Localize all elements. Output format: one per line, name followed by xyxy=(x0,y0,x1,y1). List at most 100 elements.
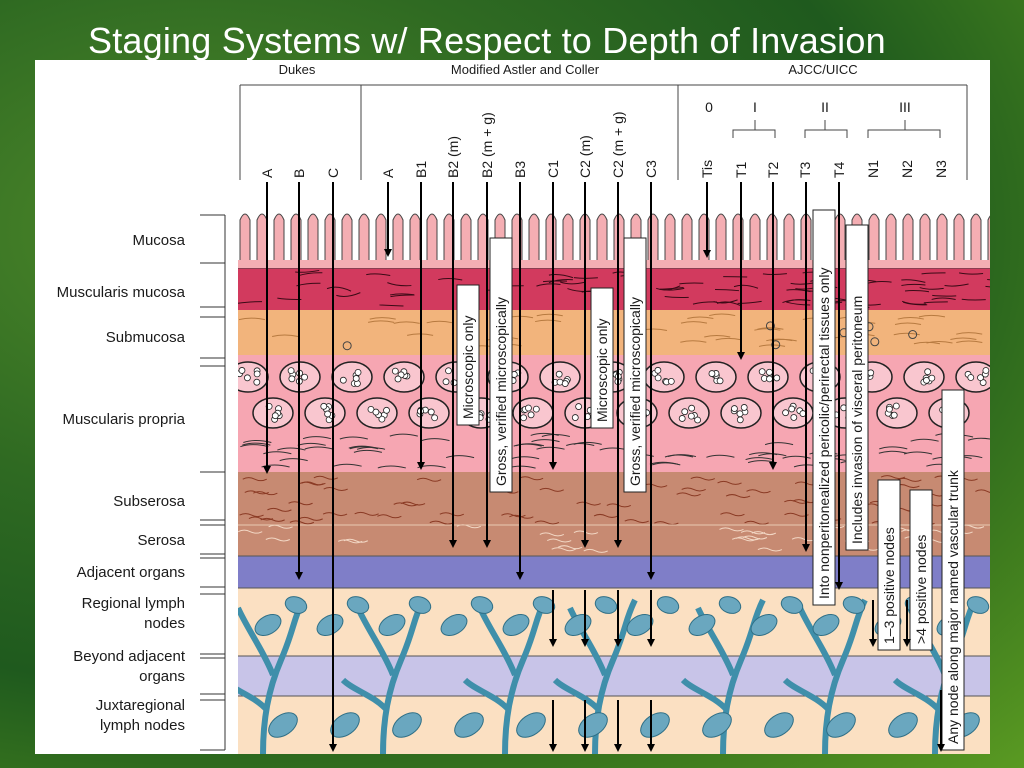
serosa-fiber xyxy=(301,481,326,486)
submucosa-fiber xyxy=(715,337,742,341)
stage-label: T1 xyxy=(733,161,749,178)
serosa-fiber xyxy=(744,520,769,525)
layer-label-line: Juxtaregional xyxy=(96,697,185,714)
serosa-fiber xyxy=(784,499,809,504)
muscle-cell xyxy=(339,376,347,384)
stage-label: T3 xyxy=(797,161,813,178)
muscle-fiber xyxy=(379,304,404,307)
muscle-cell xyxy=(555,370,563,378)
serosa-fiber xyxy=(239,513,264,518)
muscle-cell xyxy=(378,415,386,423)
serosa-fiber xyxy=(267,507,292,512)
muscle-fiber xyxy=(782,455,811,459)
layer-label: Subserosa xyxy=(113,493,185,510)
layer-scale xyxy=(200,214,226,751)
vessel-branch xyxy=(552,677,602,713)
serosa-fiber xyxy=(725,494,751,499)
stage-label: N2 xyxy=(899,160,915,178)
muscle-cell xyxy=(731,405,738,412)
layer-label-line: Submucosa xyxy=(106,329,186,346)
note-microscopic-only: Microscopic only xyxy=(594,319,610,422)
muscle-fiber xyxy=(932,294,957,297)
muscle-fiber xyxy=(438,278,463,281)
muscle-cell xyxy=(287,367,295,375)
muscle-fiber xyxy=(985,285,990,288)
muscle-cell xyxy=(694,416,702,424)
muscle-fiber xyxy=(987,278,990,281)
muscle-fiber xyxy=(349,446,379,450)
stage-label: N1 xyxy=(865,160,881,178)
lymph-node xyxy=(966,596,990,614)
muscle-fiber xyxy=(541,434,570,438)
vessel-branch xyxy=(680,677,730,713)
muscle-cell xyxy=(924,368,932,376)
layer-label: Submucosa xyxy=(106,329,186,346)
muscle-fiber xyxy=(298,272,323,277)
layer-label-line: Serosa xyxy=(137,532,185,549)
muscle-fiber xyxy=(921,272,946,275)
muscle-cell xyxy=(445,367,452,375)
mucosa-villi xyxy=(238,213,990,269)
muscle-fiber xyxy=(667,454,697,458)
muscle-fiber xyxy=(536,283,561,287)
muscle-cell xyxy=(716,377,724,385)
stage-label: Tis xyxy=(699,160,715,178)
note-gross-verified: Gross, verified microscopically xyxy=(627,297,643,486)
muscle-cell xyxy=(561,380,569,387)
header-ajcc-uicc: AJCC/UICC xyxy=(788,62,857,77)
lymph-node xyxy=(532,596,556,614)
lymph-node xyxy=(764,712,794,738)
serosa-fiber xyxy=(975,489,990,493)
muscle-cell xyxy=(782,409,789,417)
muscle-cell xyxy=(687,412,695,420)
header-dukes: Dukes xyxy=(279,62,316,77)
note-n1: 1–3 positive nodes xyxy=(881,527,897,644)
layer-label: Muscularis mucosa xyxy=(57,284,186,301)
layer-label-line: lymph nodes xyxy=(100,717,185,734)
muscle-bundle xyxy=(331,361,373,393)
muscle-fiber xyxy=(919,287,944,290)
serosa-fiber xyxy=(676,492,701,497)
muscle-fiber xyxy=(923,301,948,304)
layer-label: Mucosa xyxy=(132,232,185,249)
serosa-fiber xyxy=(539,487,564,492)
submucosa-fiber xyxy=(536,313,563,317)
stage-label: B2 (m + g) xyxy=(479,112,495,178)
muscle-fiber xyxy=(263,451,292,455)
muscle-cell xyxy=(982,367,990,374)
stage-label: C2 (m) xyxy=(577,135,593,178)
stage-label: B xyxy=(291,169,307,178)
submucosa-fiber xyxy=(680,340,707,343)
muscle-fiber xyxy=(238,301,263,304)
stage-label: A xyxy=(259,168,275,178)
ajcc-bracket xyxy=(867,120,941,138)
invasion-arrows xyxy=(263,182,945,752)
lymph-node xyxy=(516,712,546,738)
muscle-fiber xyxy=(748,452,778,456)
muscle-fiber xyxy=(967,437,990,441)
muscle-fiber xyxy=(664,296,689,298)
muscle-bundle xyxy=(876,397,918,429)
lymph-node xyxy=(454,712,484,738)
muscle-cell xyxy=(271,412,279,420)
submucosa-fiber xyxy=(956,340,983,344)
muscle-fiber xyxy=(560,281,585,285)
muscle-fiber xyxy=(366,273,391,277)
mucosa-base xyxy=(238,260,990,268)
serosa-fiber xyxy=(624,519,649,524)
muscle-cell xyxy=(681,408,689,416)
layer-label-line: nodes xyxy=(144,615,185,632)
stage-label: C1 xyxy=(545,160,561,178)
muscle-fiber xyxy=(879,446,908,450)
muscle-cell xyxy=(667,377,675,385)
note-boxes: Microscopic only Gross, verified microsco… xyxy=(456,209,965,751)
vessel-branch xyxy=(462,677,512,713)
muscle-cell xyxy=(708,370,716,377)
lymph-node xyxy=(826,712,856,738)
submucosa-fiber xyxy=(897,317,924,320)
serosa-fiber xyxy=(439,512,465,517)
muscle-fiber xyxy=(295,269,320,273)
stage-label: T2 xyxy=(765,161,781,178)
